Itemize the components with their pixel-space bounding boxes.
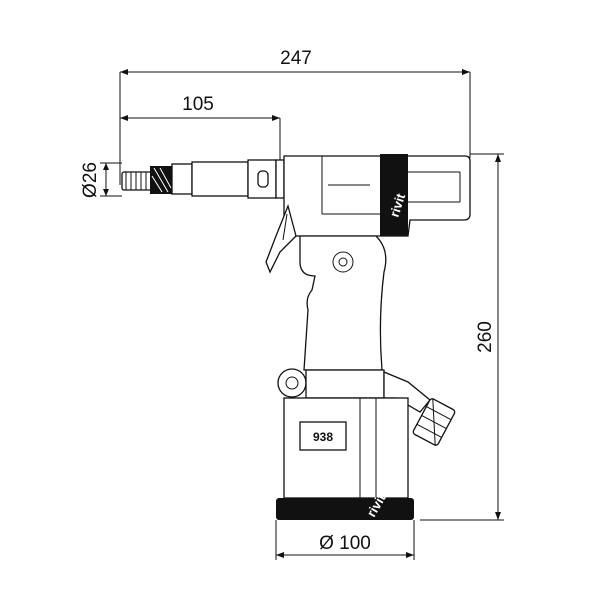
model-label: 938 [313,430,333,444]
nose-piece [121,159,285,199]
model-label-box [299,421,347,451]
height-dimension: 260 [420,153,504,521]
base-diameter-label: Ø 100 [319,533,371,554]
trigger [265,203,297,274]
base-cylinder: 938 rivit [276,397,414,520]
overall-length-label: 247 [280,48,312,69]
lower-body [277,368,456,446]
tool-body: rivit [283,154,471,237]
base-diameter-dimension: Ø 100 [275,520,415,560]
height-label: 260 [475,321,496,353]
nose-length-dimension: 105 [120,94,281,160]
handle [299,235,387,371]
watermark-upper: rivit [387,191,409,219]
nose-diameter-dimension: Ø26 [80,162,122,198]
nose-diameter-label: Ø26 [80,162,101,198]
nose-length-label: 105 [182,94,214,115]
overall-length-dimension: 247 [119,48,471,185]
